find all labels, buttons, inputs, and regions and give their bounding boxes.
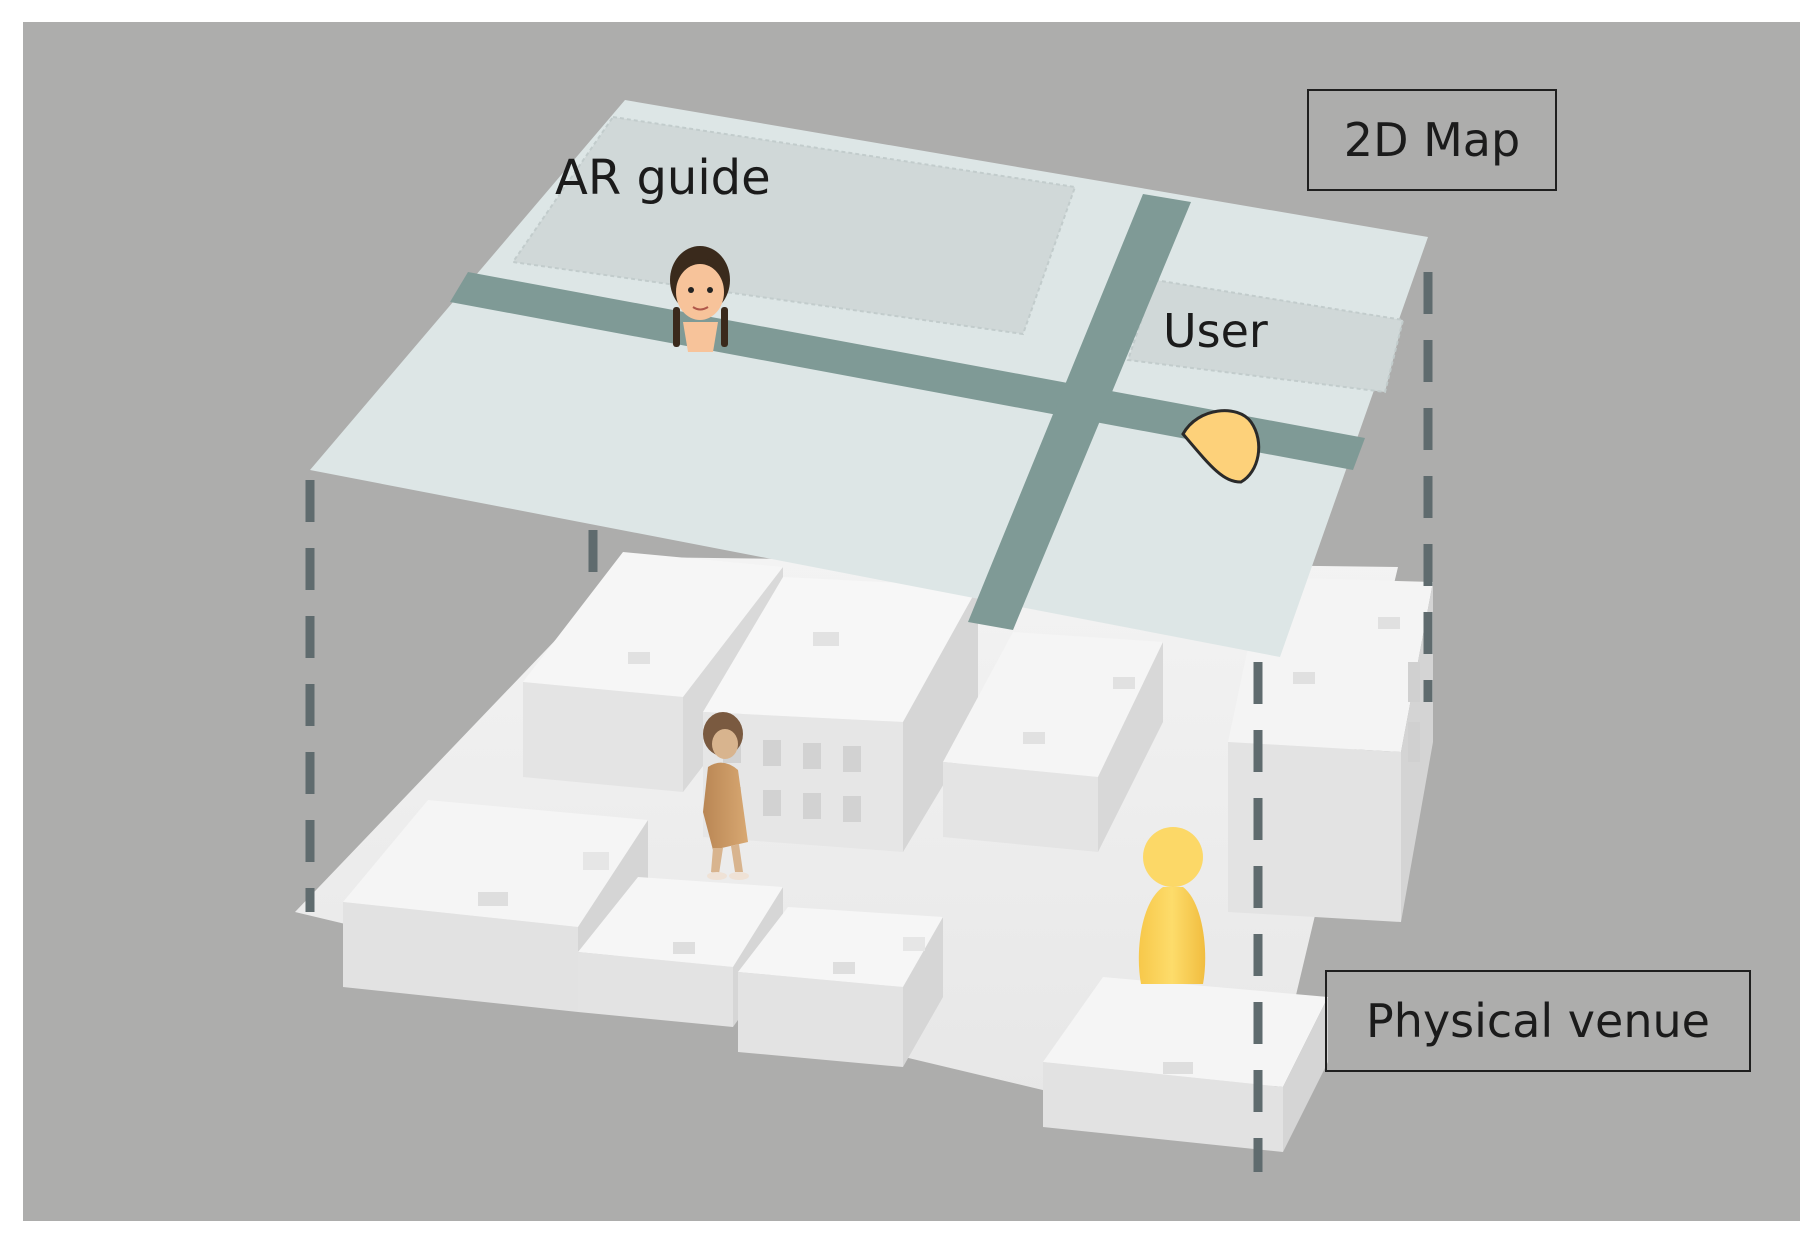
map-plane — [310, 100, 1428, 657]
projection-lines — [305, 272, 1433, 1172]
building — [1043, 977, 1328, 1152]
user-figure-icon — [1138, 827, 1206, 984]
building — [1228, 577, 1433, 922]
building — [943, 632, 1163, 852]
map-road — [968, 194, 1191, 630]
map-block — [511, 115, 1077, 336]
ar-guide-figure-icon — [703, 712, 749, 880]
building — [343, 800, 648, 1012]
scene-illustration — [295, 100, 1433, 1172]
physical-venue — [295, 552, 1433, 1152]
user-location-marker-icon — [1181, 409, 1261, 484]
map-block — [1126, 278, 1405, 394]
venue-title: Physical venue — [1366, 994, 1710, 1048]
venue-title-box: Physical venue — [1325, 970, 1751, 1072]
ar-guide-avatar-icon — [670, 246, 730, 352]
user-label: User — [1163, 304, 1268, 358]
diagram-stage: 2D Map Physical venue AR guide User — [23, 22, 1800, 1221]
building — [738, 907, 943, 1067]
building — [703, 577, 978, 852]
ar-guide-label: AR guide — [555, 150, 771, 206]
map-title: 2D Map — [1343, 113, 1521, 167]
map-title-box: 2D Map — [1307, 89, 1557, 191]
